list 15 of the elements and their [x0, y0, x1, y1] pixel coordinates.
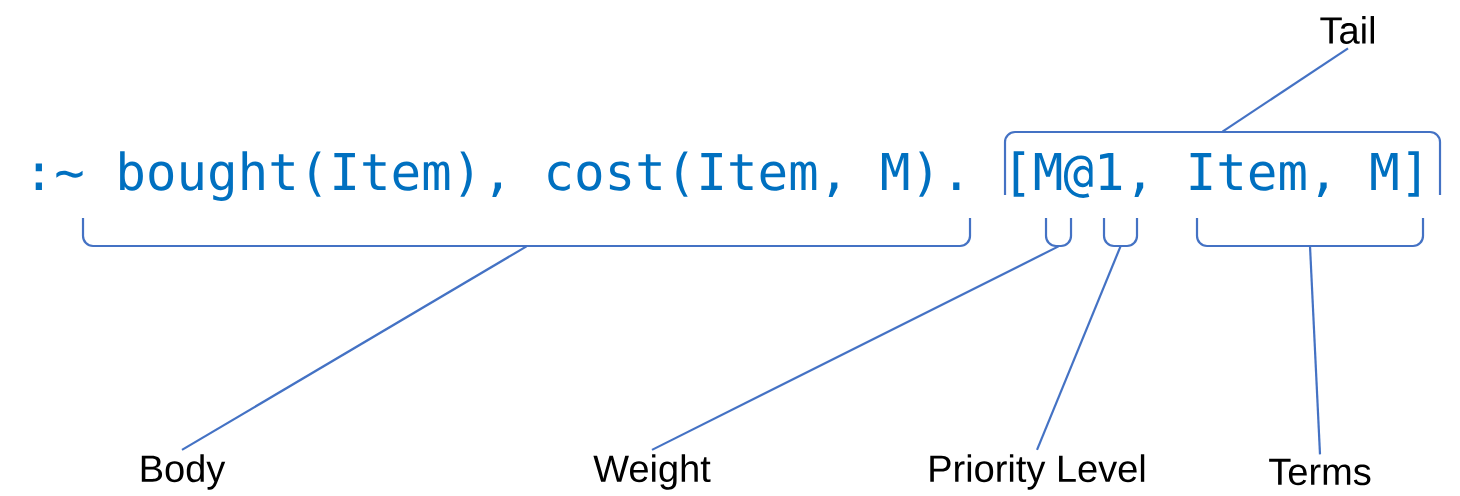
- bracket: [1195, 218, 1425, 248]
- part-label: Terms: [1269, 458, 1371, 486]
- leader-line: [181, 245, 528, 451]
- bracket: [1044, 218, 1073, 248]
- bracket: [1102, 218, 1139, 248]
- leader-line: [1308, 246, 1322, 455]
- part-label: Body: [141, 454, 226, 490]
- code-text: :~ bought(Item), cost(Item, M). [M@1, Item, M]: [35, 151, 1419, 201]
- part-label: Tail: [1320, 16, 1374, 44]
- part-label: Weight: [593, 454, 711, 490]
- part-label: Priority Level: [930, 454, 1145, 490]
- leader-line: [1221, 47, 1349, 133]
- bracket: [81, 218, 972, 248]
- leader-line: [651, 245, 1059, 451]
- leader-line: [1036, 245, 1122, 451]
